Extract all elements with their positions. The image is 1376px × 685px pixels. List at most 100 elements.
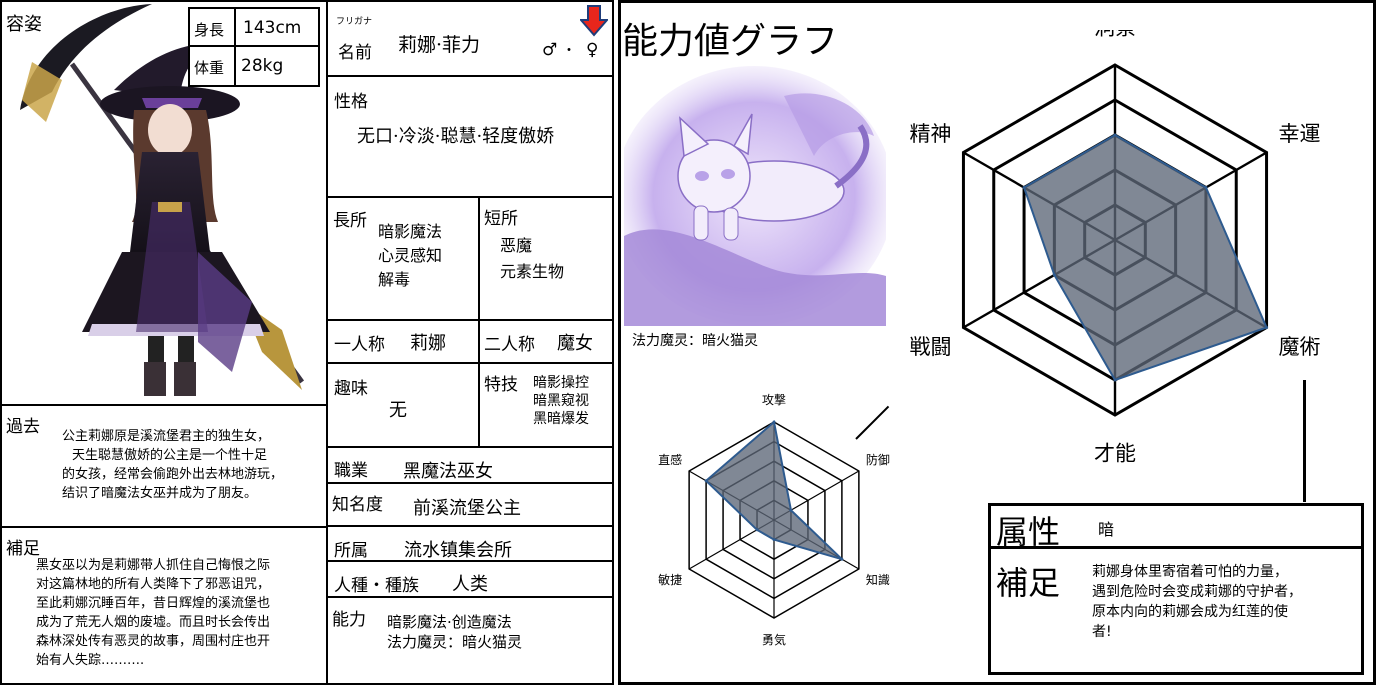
strengths-list: 暗影魔法 心灵感知 解毒: [378, 220, 442, 292]
supplement-line: 成为了荒无人烟的废墟。而且时长会传出: [36, 615, 271, 630]
ability-item: 暗影魔法·创造魔法: [387, 613, 512, 631]
radar-data-point: [1204, 186, 1208, 189]
radar-axis-label: 攻撃: [762, 392, 786, 407]
personality-value: 无口·冷淡·聪慧·轻度傲娇: [357, 126, 555, 147]
name-label: 名前: [338, 43, 372, 63]
right-supplement-text: 莉娜身体里寄宿着可怕的力量， 遇到危险时会变成莉娜的守护者， 原本内向的莉娜会成…: [1092, 562, 1302, 642]
radar-axis-label: 防御: [866, 452, 890, 467]
radar-axis-label: 幸運: [1278, 122, 1320, 146]
skills-label: 特技: [484, 375, 518, 395]
profile-sheet: [0, 0, 614, 685]
past-line: 结识了暗魔法女巫并成为了朋友。: [62, 486, 258, 501]
past-line: 的女孩，经常会偷跑外出去林地游玩，: [62, 467, 284, 482]
radar-axis-label: 知識: [866, 573, 890, 587]
first-person-value: 莉娜: [410, 333, 446, 354]
second-person-label: 二人称: [484, 335, 535, 355]
supplement-label: 補足: [6, 539, 40, 559]
radar-data-area: [1022, 133, 1268, 382]
radar-data-point: [1265, 326, 1269, 329]
right-supplement-line: 莉娜身体里寄宿着可怕的力量，: [1092, 564, 1288, 580]
radar-data-point: [772, 538, 776, 542]
supplement-line: 对这篇林地的所有人类降下了邪恶诅咒，: [36, 577, 271, 592]
right-supplement-label: 補足: [996, 564, 1061, 602]
personality-label: 性格: [334, 92, 368, 112]
right-supplement-line: 原本内向的莉娜会成为红莲的使: [1092, 604, 1288, 620]
attribute-value: 暗: [1098, 520, 1115, 539]
past-text: 公主莉娜原是溪流堡君主的独生女， 天生聪慧傲娇的公主是一个性十足 的女孩，经常会…: [62, 427, 283, 503]
gender-male-icon[interactable]: ♂: [542, 40, 558, 60]
radar-data-point: [789, 508, 793, 512]
radar-axis-label: 直感: [658, 452, 682, 467]
strength-item: 心灵感知: [378, 246, 443, 265]
weight-value: 28kg: [241, 56, 284, 76]
attribute-label: 属性: [996, 513, 1061, 551]
radar-data-point: [840, 557, 844, 561]
supplement-line: 森林深处传有恶灵的故事，周围村庄也开: [36, 634, 271, 649]
appearance-label: 容姿: [6, 14, 42, 35]
weakness-item: 元素生物: [500, 262, 565, 281]
strengths-label: 長所: [333, 211, 367, 231]
ability-item: 法力魔灵：暗火猫灵: [387, 633, 523, 651]
radar-axis-label: 洞察: [1094, 30, 1136, 39]
radar-data-point: [772, 420, 776, 424]
gender-female-icon[interactable]: ♀: [586, 40, 599, 60]
skill-item: 暗影操控: [533, 375, 589, 391]
radar-data-point: [704, 479, 708, 483]
past-line: 公主莉娜原是溪流堡君主的独生女，: [62, 429, 271, 444]
race-value: 人类: [452, 574, 488, 595]
occupation-label: 職業: [334, 461, 368, 481]
ability-label: 能力: [332, 610, 366, 630]
radar-axis-label: 戦闘: [910, 335, 952, 359]
spirit-caption: 法力魔灵：暗火猫灵: [632, 333, 758, 349]
weakness-item: 恶魔: [500, 236, 533, 255]
furigana-label: フリガナ: [336, 17, 373, 27]
weaknesses-label: 短所: [484, 209, 518, 229]
weight-label: 体重: [194, 59, 225, 77]
radar-axis-label: 精神: [910, 122, 952, 146]
first-person-label: 一人称: [334, 335, 385, 355]
past-label: 過去: [6, 417, 40, 437]
height-label: 身長: [194, 21, 225, 39]
height-value: 143cm: [243, 18, 302, 38]
gender-dot: ・: [562, 43, 576, 59]
affiliation-value: 流水镇集会所: [404, 540, 512, 561]
strength-item: 解毒: [378, 270, 411, 289]
radar-axis-label: 勇気: [762, 632, 786, 647]
skill-item: 黑暗爆发: [533, 411, 589, 427]
radar-axis-label: 魔術: [1278, 335, 1320, 359]
fame-label: 知名度: [332, 495, 383, 515]
radar-data-point: [755, 528, 759, 532]
radar-data-point: [1052, 273, 1056, 277]
attribute-box: [988, 503, 1364, 675]
fame-value: 前溪流堡公主: [413, 498, 521, 519]
radar-chart-main: 洞察幸運魔術才能 戦闘 精神: [910, 30, 1321, 465]
supplement-line: 始有人失踪……….: [36, 653, 145, 668]
skills-list: 暗影操控 暗黑窥视 黑暗爆发: [533, 374, 589, 428]
second-person-value: 魔女: [557, 333, 593, 354]
radar-data-point: [1022, 186, 1026, 189]
radar-axis-label: 才能: [1094, 441, 1136, 465]
right-supplement-line: 者!: [1092, 624, 1112, 640]
name-value: 莉娜·菲力: [398, 34, 481, 56]
skill-item: 暗黑窥视: [533, 393, 589, 409]
past-line: 天生聪慧傲娇的公主是一个性十足: [72, 448, 268, 463]
selection-arrow-icon: [580, 5, 608, 37]
occupation-value: 黑魔法巫女: [403, 461, 493, 482]
radar-data-point: [1113, 133, 1117, 137]
hobby-value: 无: [389, 400, 407, 421]
supplement-line: 黑女巫以为是莉娜带人抓住自己悔恨之际: [36, 558, 271, 573]
ability-sheet: [618, 0, 1376, 685]
right-supplement-line: 遇到危险时会变成莉娜的守护者，: [1092, 584, 1302, 600]
strength-item: 暗影魔法: [378, 222, 443, 241]
abilities-list: 暗影魔法·创造魔法 法力魔灵：暗火猫灵: [387, 612, 522, 652]
stats-box: [188, 7, 320, 87]
character-portrait: [2, 2, 326, 404]
radar-data-point: [1113, 378, 1117, 382]
weaknesses-list: 恶魔 元素生物: [500, 233, 564, 285]
supplement-line: 至此莉娜沉睡百年，昔日辉煌的溪流堡也: [36, 596, 271, 611]
hobby-label: 趣味: [334, 379, 368, 399]
affiliation-label: 所属: [334, 541, 368, 561]
race-label: 人種・種族: [334, 576, 419, 596]
supplement-text: 黑女巫以为是莉娜带人抓住自己悔恨之际 对这篇林地的所有人类降下了邪恶诅咒， 至此…: [36, 556, 270, 670]
